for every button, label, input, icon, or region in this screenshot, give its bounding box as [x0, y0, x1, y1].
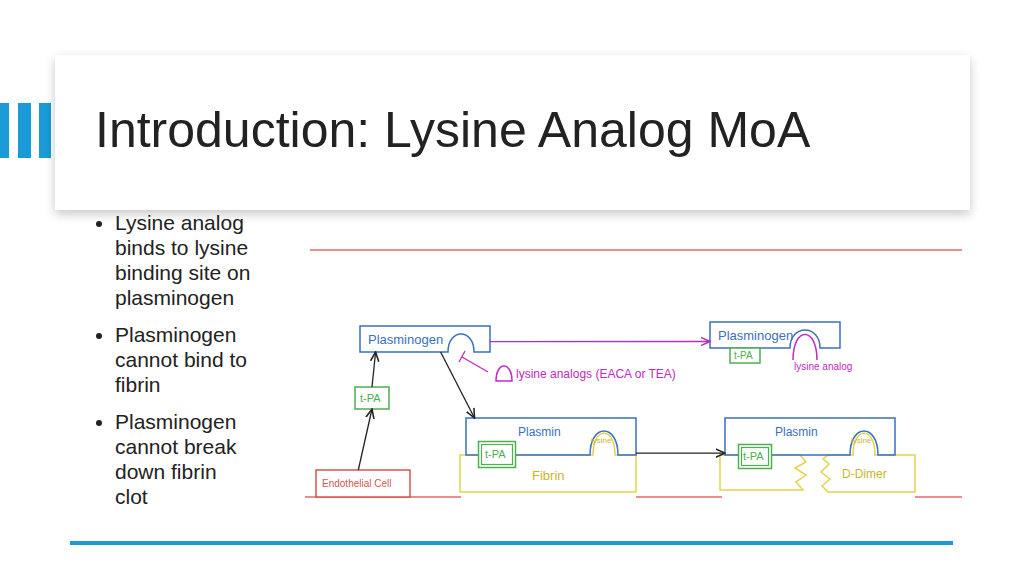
drug-label: lysine analogs (EACA or TEA)	[516, 368, 676, 380]
arrow-connector	[358, 409, 372, 470]
node-label: t-PA	[360, 393, 381, 404]
accent-bar	[18, 103, 31, 158]
inhibition-bar	[459, 351, 465, 362]
arrow-connector	[490, 341, 710, 342]
node-border	[355, 387, 389, 409]
slide-title: Introduction: Lysine Analog MoA	[95, 105, 810, 155]
node-border	[360, 326, 490, 352]
outer-border	[739, 445, 772, 469]
enzyme-box: t-PA	[738, 444, 772, 469]
node-label: Plasminogen	[718, 329, 793, 342]
bullet-list: Lysine analog binds to lysine binding si…	[97, 210, 255, 521]
fragment-box: D-Dimer	[820, 455, 915, 492]
node-label: Plasminogen	[368, 333, 443, 346]
residue-label: lysine	[591, 437, 611, 445]
node-label: Plasmin	[775, 426, 818, 438]
residue-label: lysine	[851, 437, 871, 445]
node-label: t-PA	[485, 449, 506, 460]
bullet-point: Plasminogen cannot bind to fibrin	[115, 322, 255, 397]
node-label: Fibrin	[532, 469, 565, 482]
inhibition-line	[462, 357, 488, 372]
drug-label: lysine analog	[794, 362, 852, 372]
inner-border	[742, 448, 769, 466]
protein-box: Plasminogen	[360, 326, 490, 352]
protein-box: Plasminogen	[710, 322, 840, 348]
node-border	[821, 433, 915, 492]
node-border	[710, 322, 840, 348]
node-border	[316, 470, 410, 497]
membrane-line	[915, 496, 962, 498]
bound-analog	[793, 335, 817, 361]
footer-rule	[70, 541, 953, 545]
bullet-point: Lysine analog binds to lysine binding si…	[115, 210, 255, 310]
enzyme-box: t-PA	[355, 387, 389, 409]
bullet-point: Plasminogen cannot break down fibrin clo…	[115, 409, 255, 509]
node-border	[730, 348, 760, 363]
accent-bar	[39, 103, 51, 158]
enzyme-box: t-PA	[730, 348, 760, 363]
outer-border	[479, 442, 516, 468]
cell-box: Endothelial Cell	[316, 470, 410, 497]
node-border	[460, 433, 636, 492]
accent-bar	[0, 103, 9, 158]
inner-border	[482, 445, 513, 465]
node-label: t-PA	[743, 451, 764, 462]
membrane-line	[636, 496, 722, 498]
arrow-connector	[441, 352, 475, 418]
arrow-connector	[636, 452, 725, 453]
arrow-connector	[372, 352, 376, 387]
node-label: Plasmin	[518, 426, 561, 438]
enzyme-box: t-PA	[478, 441, 516, 468]
lysine-analog-symbol	[496, 366, 512, 381]
title-box: Introduction: Lysine Analog MoA	[55, 55, 970, 210]
node-label: D-Dimer	[842, 468, 887, 480]
node-label: Endothelial Cell	[322, 479, 392, 489]
node-label: t-PA	[734, 351, 753, 361]
membrane-line	[310, 249, 962, 251]
